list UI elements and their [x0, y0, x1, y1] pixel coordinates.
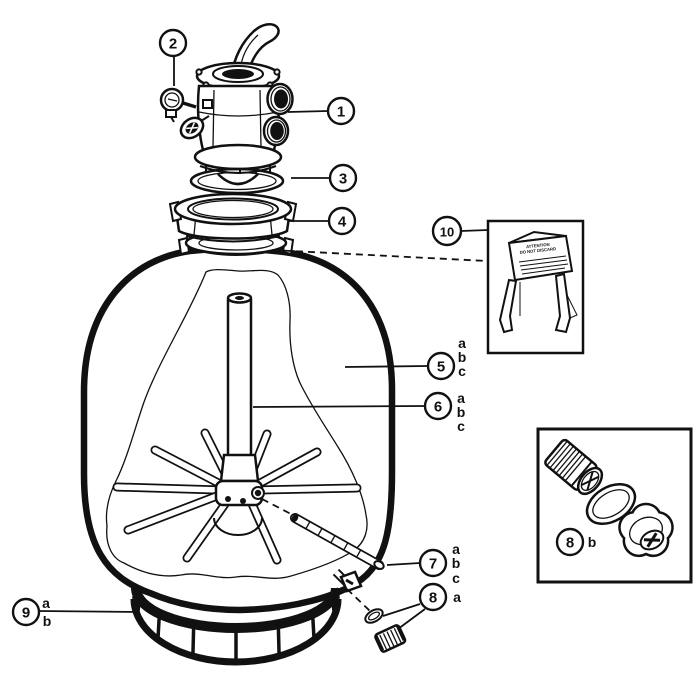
drain-cap: [374, 624, 407, 653]
callout-7-sub-a: a: [452, 541, 460, 557]
callout-3: 3: [291, 163, 358, 193]
callout-5-sub-a: a: [458, 335, 466, 351]
dashed-connector-drain-to-oring: [346, 588, 371, 612]
callout-10-number: 10: [440, 225, 454, 240]
callout-1: 1: [287, 96, 356, 126]
callout-6-sub-a: a: [457, 390, 465, 406]
lateral-slots: [305, 521, 362, 557]
callout-6: 6 a b c: [252, 390, 466, 434]
valve-port-top: [266, 82, 294, 116]
callout-7-number: 7: [429, 556, 437, 573]
callout-6-sub-b: b: [457, 404, 466, 420]
callout-5-sub-c: c: [458, 363, 466, 379]
valve-bottom-port: [217, 173, 259, 186]
attention-sign: ATTENTION DO NOT DISCARD: [498, 230, 578, 334]
callout-2-number: 2: [169, 36, 177, 53]
laterals: [112, 428, 362, 565]
inset-oring: [585, 482, 637, 526]
valve-handle: [230, 22, 280, 76]
sign-title-line1: ATTENTION: [526, 242, 550, 249]
standpipe-coupling: [219, 453, 260, 483]
callout-9: 9 a b: [11, 595, 139, 629]
filter-base: [130, 587, 342, 666]
multiport-valve: [159, 22, 294, 186]
callout-8b: 8 b: [555, 527, 597, 557]
sight-glass: [179, 115, 210, 140]
callout-7: 7 a b c: [386, 541, 461, 586]
hub-shadow: [213, 517, 263, 536]
lateral-hub: [214, 479, 265, 507]
callout-9-sub-a: a: [42, 595, 50, 611]
drain-oring: [364, 608, 384, 624]
base-ribs: [135, 598, 337, 662]
callout-5: 5 a b c: [344, 335, 467, 381]
callout-9-number: 9: [22, 605, 30, 622]
valve-oring: [189, 167, 285, 195]
callout-6-number: 6: [434, 399, 442, 416]
callout-5-number: 5: [437, 359, 445, 376]
sign-box: ATTENTION DO NOT DISCARD: [486, 219, 585, 355]
clamp-collar: [168, 192, 298, 243]
detached-lateral: [290, 513, 385, 570]
callout-6-sub-c: c: [457, 418, 465, 434]
valve-port-bottom: [262, 115, 290, 147]
callout-4-number: 4: [338, 214, 347, 231]
callout-8b-number: 8: [566, 535, 574, 552]
callout-9-sub-b: b: [43, 613, 52, 629]
callout-10: 10: [431, 215, 489, 247]
sign-fine-print: [518, 255, 569, 275]
callout-3-number: 3: [339, 171, 347, 188]
standpipe: [219, 292, 260, 483]
callout-1-number: 1: [337, 104, 345, 121]
lateral-assembly: [112, 292, 385, 570]
callout-4: 4: [289, 206, 357, 236]
drain-fitting: [332, 568, 363, 593]
dashed-connector-hub-to-lateral: [261, 498, 292, 515]
sand-outline: [105, 268, 368, 579]
callout-7-sub-b: b: [452, 555, 461, 571]
strainer-fitting: [544, 438, 604, 496]
callout-7-sub-c: c: [452, 570, 460, 586]
callout-2: 2: [158, 28, 188, 86]
valve-bottom-flange: [193, 143, 283, 186]
pressure-gauge: [159, 87, 197, 123]
star-knob: [618, 502, 674, 558]
callout-5-sub-b: b: [458, 349, 467, 365]
inset-detail-box: [536, 427, 693, 584]
callout-8: 8 a: [382, 582, 461, 630]
callout-8-sub-a: a: [453, 589, 461, 605]
sign-title-line2: DO NOT DISCARD: [519, 246, 556, 255]
callout-8b-sub-b: b: [588, 534, 597, 550]
callout-8-number: 8: [429, 590, 437, 607]
